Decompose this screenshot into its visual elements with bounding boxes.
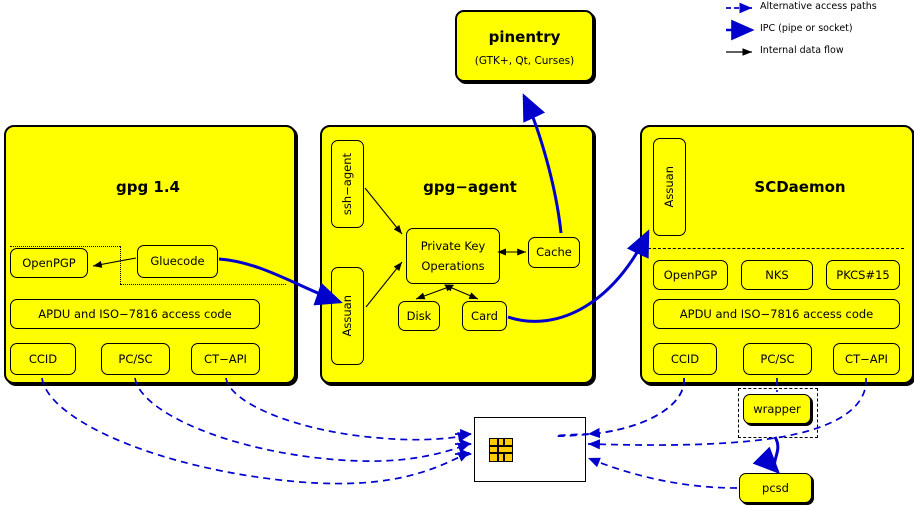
pko-line-2: Operations [421, 258, 485, 273]
pcsd-box[interactable]: pcsd [739, 473, 812, 503]
legend-label-internal-data-flow: Internal data flow [760, 45, 844, 56]
gpg-agent-private-key-operations-box[interactable]: Private Key Operations [406, 228, 500, 284]
alt-scdaemon-ccid-to-smartcard [587, 377, 685, 439]
scdaemon-assuan-label: Assuan [662, 166, 677, 208]
smartcard[interactable] [474, 417, 586, 482]
pinentry-box[interactable]: pinentry (GTK+, Qt, Curses) [455, 10, 594, 82]
gpg-agent-assuan-box[interactable]: Assuan [331, 267, 364, 365]
pinentry-subtitle: (GTK+, Qt, Curses) [474, 55, 575, 67]
alt-scdaemon-ctapi-to-smartcard [587, 377, 867, 450]
gpg-ctapi-box[interactable]: CT−API [191, 343, 260, 375]
gpg-apdu-box[interactable]: APDU and ISO−7816 access code [10, 299, 260, 329]
gpg-pcsc-box[interactable]: PC/SC [101, 343, 170, 375]
gpg-agent-ssh-agent-box[interactable]: ssh−agent [331, 140, 364, 228]
scdaemon-pcsc-box[interactable]: PC/SC [743, 343, 812, 375]
gpg-agent-title: gpg−agent [423, 178, 517, 196]
gpg-agent-disk-box[interactable]: Disk [398, 301, 440, 331]
alt-gpg-ctapi-to-smartcard [225, 377, 471, 442]
scdaemon-openpgp-box[interactable]: OpenPGP [653, 260, 728, 290]
pko-line-1: Private Key [420, 239, 486, 254]
gpg-dotted-bottom [120, 284, 286, 285]
gpg-dotted-vertical [120, 246, 121, 284]
alt-gpg-pcsc-to-smartcard [134, 377, 471, 462]
gpg-agent-assuan-label: Assuan [340, 295, 355, 337]
pinentry-title: pinentry [488, 28, 561, 46]
scdaemon-ccid-box[interactable]: CCID [653, 343, 717, 375]
legend-label-alternative-access-paths: Alternative access paths [760, 1, 877, 12]
wrapper-box[interactable]: wrapper [743, 394, 811, 424]
legend-label-ipc: IPC (pipe or socket) [760, 23, 853, 34]
gpg-agent-ssh-agent-label: ssh−agent [340, 152, 355, 216]
smartcard-chip-icon [489, 438, 513, 462]
scdaemon-assuan-box[interactable]: Assuan [653, 138, 686, 236]
scdaemon-ctapi-box[interactable]: CT−API [833, 343, 900, 375]
scdaemon-apdu-box[interactable]: APDU and ISO−7816 access code [653, 299, 900, 329]
gpg-dotted-top-left [10, 246, 120, 247]
scdaemon-title: SCDaemon [754, 178, 846, 196]
alt-pcsd-to-smartcard [587, 457, 738, 489]
gpg-gluecode-box[interactable]: Gluecode [137, 245, 218, 278]
gpg-title: gpg 1.4 [115, 178, 180, 196]
gpg-agent-card-box[interactable]: Card [462, 301, 507, 331]
gpg-ccid-box[interactable]: CCID [10, 343, 76, 375]
alt-gpg-ccid-to-smartcard [41, 377, 471, 485]
gpg-agent-cache-box[interactable]: Cache [528, 237, 580, 268]
ipc-wrapper-to-pcsd [752, 436, 781, 475]
gpg-openpgp-box[interactable]: OpenPGP [10, 248, 88, 278]
scdaemon-nks-box[interactable]: NKS [741, 260, 813, 290]
scdaemon-dashed-divider [648, 248, 904, 249]
scdaemon-pkcs15-box[interactable]: PKCS#15 [826, 260, 900, 290]
